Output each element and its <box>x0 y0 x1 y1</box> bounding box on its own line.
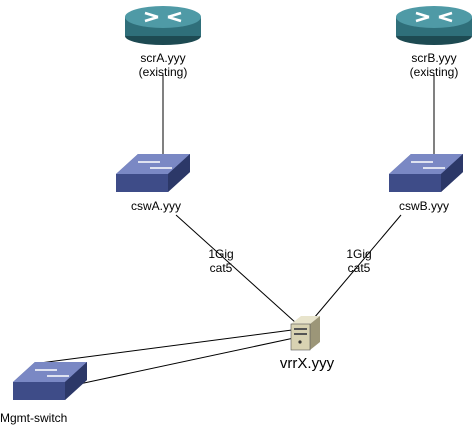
server-label: vrrX.yyy <box>279 355 335 372</box>
link-mgmt-server-2 <box>69 337 295 387</box>
link-switch-b-server <box>313 214 402 319</box>
switch-a-label: cswA.yyy <box>130 199 181 213</box>
server-icon <box>290 316 320 351</box>
mgmt-switch-icon <box>13 362 87 400</box>
link-b-speed: 1Gig <box>346 247 372 261</box>
switch-a-icon <box>116 154 190 192</box>
switch-b-icon <box>389 154 463 192</box>
router-b-note: (existing) <box>409 65 459 79</box>
router-a-label: scrA.yyy (existing) <box>128 51 198 79</box>
switch-b-label: cswB.yyy <box>398 199 449 213</box>
router-a-note: (existing) <box>138 65 188 79</box>
router-b-name: scrB.yyy <box>411 51 457 65</box>
router-a-icon <box>125 6 201 45</box>
router-b-label: scrB.yyy (existing) <box>399 51 469 79</box>
link-a-cable: cat5 <box>209 261 233 275</box>
link-a-label: 1Gig cat5 <box>196 247 246 275</box>
link-a-speed: 1Gig <box>208 247 234 261</box>
link-switch-a-server <box>175 214 297 324</box>
mgmt-switch-label: Mgmt-switch <box>0 411 68 425</box>
link-mgmt-server-1 <box>39 329 293 364</box>
link-b-label: 1Gig cat5 <box>334 247 384 275</box>
link-b-cable: cat5 <box>347 261 371 275</box>
router-b-icon <box>396 6 472 45</box>
router-a-name: scrA.yyy <box>140 51 186 65</box>
